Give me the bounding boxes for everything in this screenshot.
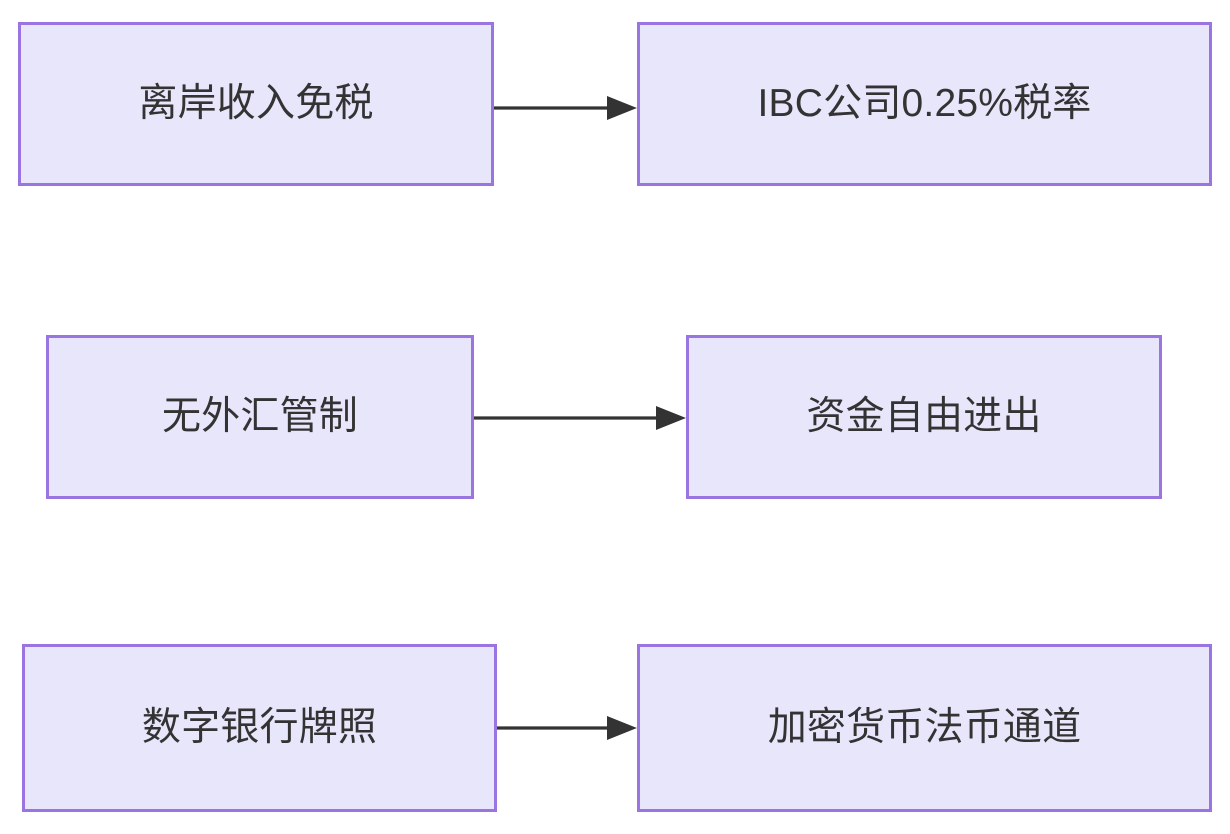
node-label: 数字银行牌照	[141, 705, 378, 749]
node-digital-bank-licence[interactable]: 数字银行牌照	[22, 644, 497, 812]
edge-no-fx-control-to-free-capital-flow	[474, 406, 686, 430]
node-offshore-tax-exempt[interactable]: 离岸收入免税	[18, 22, 494, 186]
node-label: 离岸收入免税	[138, 81, 374, 125]
node-no-fx-control[interactable]: 无外汇管制	[46, 335, 474, 499]
node-label: 加密货币法币通道	[767, 705, 1082, 749]
arrowhead-icon	[656, 406, 686, 430]
node-ibc-tax-rate[interactable]: IBC公司0.25%税率	[637, 22, 1212, 186]
arrowhead-icon	[607, 716, 637, 740]
arrowhead-icon	[607, 96, 637, 120]
node-crypto-fiat-channel[interactable]: 加密货币法币通道	[637, 644, 1212, 812]
node-label: IBC公司0.25%税率	[757, 81, 1092, 125]
node-free-capital-flow[interactable]: 资金自由进出	[686, 335, 1162, 499]
edge-digital-bank-licence-to-crypto-fiat-channel	[497, 716, 637, 740]
edge-offshore-tax-exempt-to-ibc-tax-rate	[494, 96, 637, 120]
node-label: 资金自由进出	[806, 394, 1042, 438]
node-label: 无外汇管制	[161, 394, 358, 438]
